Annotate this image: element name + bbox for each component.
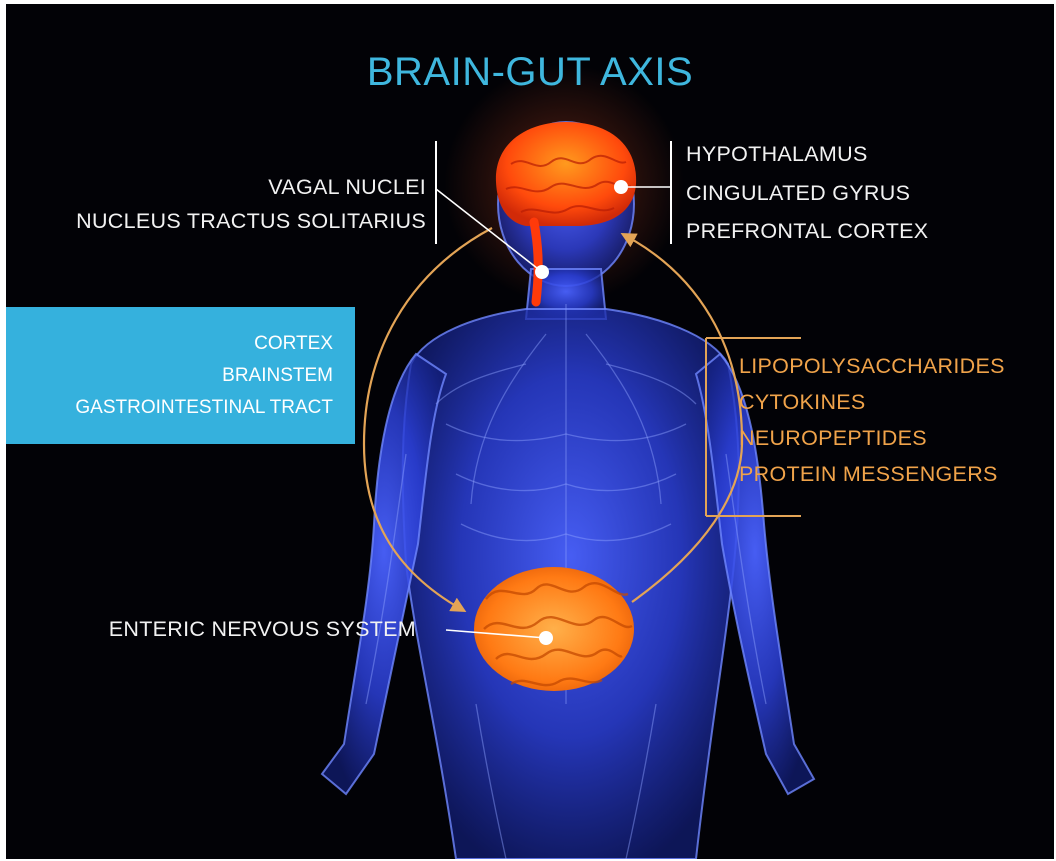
label-vagal-nuclei: VAGAL NUCLEI [268,170,426,204]
label-cytokines: CYTOKINES [739,385,866,419]
vagal-dot [535,265,549,279]
cns-region-box: CORTEX BRAINSTEM GASTROINTESTINAL TRACT [6,307,355,444]
label-enteric-nervous-system: ENTERIC NERVOUS SYSTEM [109,612,416,646]
box-item-cortex: CORTEX [254,328,333,360]
box-item-brainstem: BRAINSTEM [222,360,333,392]
label-neuropeptides: NEUROPEPTIDES [739,421,927,455]
hypothalamus-dot [614,180,628,194]
brain-gut-axis-poster: BRAIN-GUT AXIS VAGAL NUCLEI NUCLEUS TRAC… [6,4,1054,859]
label-lipopolysaccharides: LIPOPOLYSACCHARIDES [739,349,1005,383]
brainstem [534,222,538,302]
label-hypothalamus: HYPOTHALAMUS [686,137,868,171]
box-item-gastrointestinal-tract: GASTROINTESTINAL TRACT [75,392,333,424]
page-title: BRAIN-GUT AXIS [6,50,1054,95]
label-nucleus-tractus-solitarius: NUCLEUS TRACTUS SOLITARIUS [76,204,426,238]
label-protein-messengers: PROTEIN MESSENGERS [739,457,998,491]
label-cingulated-gyrus: CINGULATED GYRUS [686,176,910,210]
label-prefrontal-cortex: PREFRONTAL CORTEX [686,214,928,248]
enteric-dot [539,631,553,645]
